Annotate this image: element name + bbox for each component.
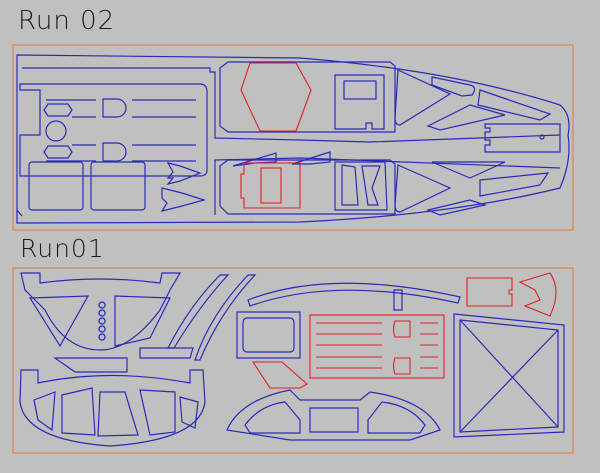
hole-column bbox=[98, 301, 106, 341]
frame-part bbox=[236, 311, 301, 359]
fuselage-inner-bottom bbox=[214, 157, 561, 215]
sheet-border-run02 bbox=[12, 44, 574, 231]
curved-strip bbox=[167, 274, 257, 361]
gusset-part bbox=[232, 151, 331, 167]
d-cutout-engrave bbox=[392, 320, 411, 375]
servo-cutout-engrave bbox=[260, 167, 282, 204]
tab-part-engrave bbox=[466, 277, 513, 307]
clip-cutout bbox=[43, 103, 73, 159]
hatch-part bbox=[334, 74, 385, 130]
arc-rib bbox=[247, 282, 461, 311]
arrow-part bbox=[160, 162, 207, 212]
sheet-run01 bbox=[12, 267, 574, 454]
former-part bbox=[20, 272, 182, 351]
former-cutout bbox=[33, 387, 199, 437]
servo-tray-engrave bbox=[240, 162, 301, 209]
panel-part bbox=[90, 161, 146, 211]
bay-outline bbox=[219, 159, 396, 215]
sheet-border-run01 bbox=[12, 267, 574, 454]
former-cutout bbox=[244, 401, 426, 434]
horn-part-engrave bbox=[518, 272, 557, 317]
slot-engrave bbox=[316, 322, 438, 369]
former-plate bbox=[19, 83, 208, 177]
plate-engrave bbox=[309, 314, 445, 379]
panel-part bbox=[28, 161, 84, 211]
former-part bbox=[19, 369, 206, 447]
wedge-part bbox=[53, 347, 194, 373]
former-part bbox=[226, 389, 441, 441]
hexagon-engrave bbox=[240, 62, 312, 132]
cross-frame bbox=[453, 313, 565, 438]
gusset-engrave bbox=[251, 361, 308, 389]
fuselage-inner-top bbox=[22, 67, 561, 143]
former-cutout bbox=[28, 295, 171, 348]
truss-cutout bbox=[394, 69, 552, 131]
frame-cutout bbox=[242, 317, 295, 353]
truss-cutout bbox=[394, 161, 550, 216]
round-cutout bbox=[45, 120, 67, 142]
slot bbox=[46, 99, 196, 162]
brace-part bbox=[334, 161, 388, 211]
bay-outline bbox=[219, 61, 396, 133]
hole bbox=[539, 134, 545, 140]
hatch-cutout bbox=[343, 80, 377, 100]
fuselage-side-part bbox=[16, 54, 570, 224]
sheet-label-run01: Run01 bbox=[20, 234, 105, 263]
d-cutout bbox=[102, 98, 127, 162]
tail-plate bbox=[484, 123, 561, 153]
sheet-label-run02: Run 02 bbox=[18, 6, 116, 36]
sheet-run02 bbox=[12, 44, 574, 231]
